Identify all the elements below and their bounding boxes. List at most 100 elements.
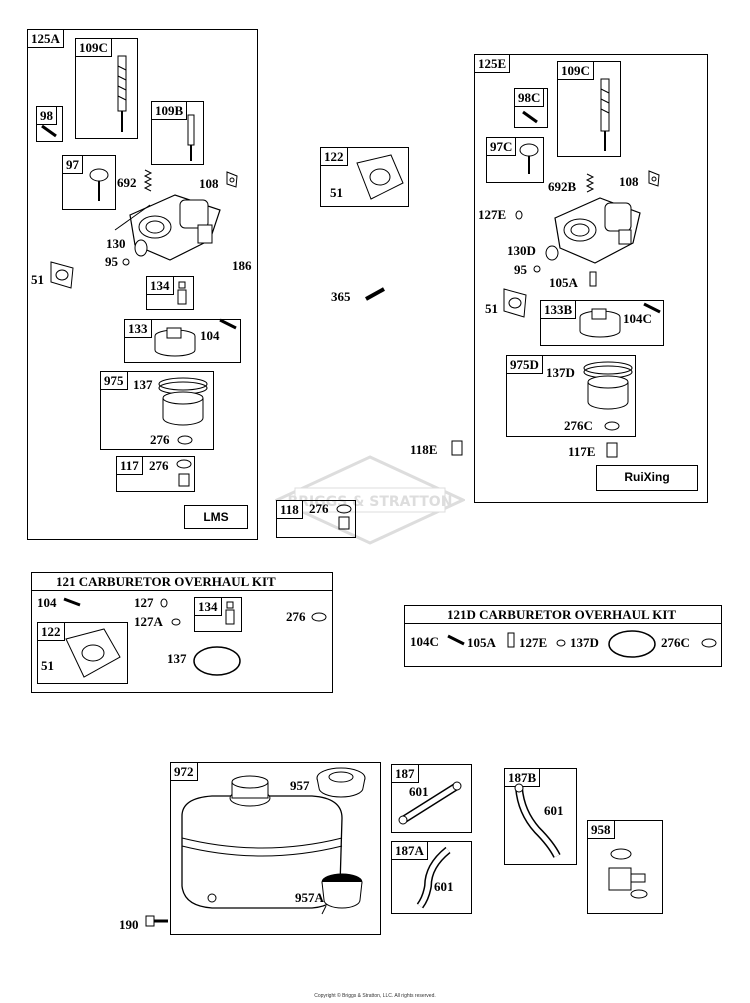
part-box-133b[interactable]: 133B [540,300,664,346]
label-957: 957 [290,778,310,793]
label-104c: 104C [623,311,652,326]
carburetor-group-lms: 125A [27,29,258,540]
part-box-97[interactable]: 97 [62,155,116,210]
label-276-mid: 276 [309,501,329,516]
label-190: 190 [119,917,139,932]
part-box-98c[interactable]: 98C [514,88,548,128]
throttle-plate-icon [134,239,148,257]
label-137-kit: 137 [167,651,187,666]
fuel-line-187b-icon [514,783,561,858]
part-box-134-kit[interactable]: 134 [194,597,242,632]
fuel-line-187-icon [398,781,462,825]
carburetor-body-rx-icon [554,197,641,264]
label-51-rx: 51 [485,301,498,316]
kit-121d-title: 121D CARBURETOR OVERHAUL KIT [405,606,721,624]
brand-watermark: BRIGGS & STRATTON [275,455,465,545]
part-box-118[interactable]: 118 [276,500,356,538]
bolt-190-icon [145,915,168,927]
washer-276c-kit-icon [701,638,717,648]
label-130d: 130D [507,243,536,258]
label-104: 104 [200,328,220,343]
part-box-134[interactable]: 134 [146,276,194,310]
part-tag-118: 118 [277,501,303,519]
fuel-cap-957a-icon [321,873,363,915]
ruixing-name-label: RuiXing [596,465,698,491]
carburetor-group-ruixing: 125E [474,54,708,503]
label-127a-kit: 127A [134,614,163,629]
carburetor-body-icon [114,194,221,261]
float-pin-kitd-icon [447,634,465,646]
part-tag-187: 187 [392,765,419,783]
label-51: 51 [31,272,44,287]
inlet-needle-kitd-icon [507,632,515,648]
gasket-51-icon [50,261,74,289]
o-ring-127-icon [160,598,168,608]
label-127e-kit: 127E [519,635,548,650]
part-box-109b[interactable]: 109B [151,101,204,165]
kit-121-title: 121 CARBURETOR OVERHAUL KIT [32,573,332,591]
part-tag-98: 98 [37,107,57,125]
part-box-109c-rx[interactable]: 109C [557,61,621,157]
label-137d: 137D [546,365,575,380]
screw-98c-icon [522,110,538,124]
carburetor-overhaul-kit-121d: 121D CARBURETOR OVERHAUL KIT [404,605,722,667]
part-tag-98c: 98C [515,89,545,107]
screw-95-icon [122,258,130,266]
label-692: 692 [117,175,137,190]
part-tag-958: 958 [588,821,615,839]
part-box-972[interactable]: 972 [170,762,381,935]
washer-276c-icon [604,421,620,431]
part-box-975[interactable]: 975 [100,371,214,450]
label-105a: 105A [549,275,578,290]
group-tag: 125A [28,30,64,48]
float-pin-kit-icon [63,597,81,607]
part-box-975d[interactable]: 975D [506,355,636,437]
label-95-rx: 95 [514,262,527,277]
needle-valve-rx-icon [519,143,539,174]
part-tag-97: 97 [63,156,83,174]
screw-icon [41,124,57,138]
part-box-187a[interactable]: 187A [391,841,472,914]
screw-95-rx-icon [533,265,541,273]
part-box-122-kit[interactable]: 122 [37,622,128,684]
label-118e: 118E [410,442,438,457]
part-box-97c[interactable]: 97C [486,137,544,183]
label-276c: 276C [564,418,593,433]
part-box-98[interactable]: 98 [36,106,63,142]
part-tag-975: 975 [101,372,128,390]
part-box-117[interactable]: 117 [116,456,195,492]
label-130: 130 [106,236,126,251]
part-box-133[interactable]: 133 [124,319,241,363]
label-105a-kit: 105A [467,635,496,650]
fuel-line-187a-icon [416,846,451,909]
washer-276-icon [177,435,193,445]
label-365: 365 [331,289,351,304]
fuel-cap-icon [316,767,366,798]
label-276-kit: 276 [286,609,306,624]
label-127e: 127E [478,207,507,222]
washer-108-rx-icon [648,170,660,187]
lms-name-label: LMS [184,505,248,529]
inlet-needle-icon [177,281,187,305]
float-pin-icon [219,318,237,330]
float-pin-rx-icon [643,302,661,314]
label-104c-kit: 104C [410,634,439,649]
o-ring-127e-icon [515,210,523,220]
needle-valve-icon [89,168,109,201]
o-ring-127a-icon [171,618,181,626]
part-box-958[interactable]: 958 [587,820,663,914]
part-box-187[interactable]: 187 [391,764,472,833]
part-tag-122-kit: 122 [38,623,65,641]
part-tag-187a: 187A [392,842,428,860]
part-box-109c[interactable]: 109C [75,38,138,139]
part-tag-972: 972 [171,763,198,781]
part-box-122[interactable]: 122 [320,147,409,207]
label-108-rx: 108 [619,174,639,189]
part-tag-975d: 975D [507,356,543,374]
label-276b: 276 [149,458,169,473]
float-bowl-icon [158,377,208,426]
bowl-screw-118-icon [336,504,352,530]
label-957a: 957A [295,890,324,905]
carburetor-overhaul-kit-121: 121 CARBURETOR OVERHAUL KIT [31,572,333,693]
part-tag-97c: 97C [487,138,517,156]
